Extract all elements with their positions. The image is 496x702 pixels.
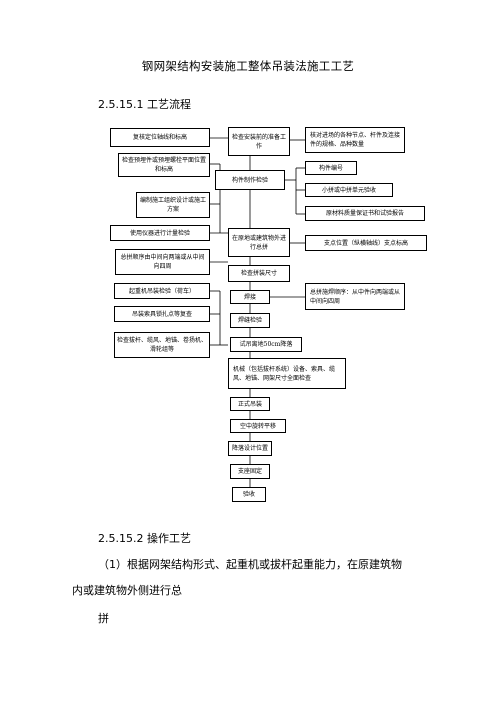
flow-box-member-numbering: 构件编号 [305,161,357,175]
paragraph-line-1: （1）根据网架结构形式、起重机或拔杆起重能力，在原建筑物 [98,558,402,571]
paragraph-line-3: 拼 [98,612,109,625]
flow-box-instrument-metering: 使用仪器进行计量检验 [110,225,210,241]
section-heading-process-flow: 2.5.15.1 工艺流程 [98,98,191,111]
flow-box-lower-to-position: 降落设计位置 [228,441,272,456]
flow-box-rigging-review: 吊装索具锁扎点等复查 [114,306,210,322]
paragraph-line-2: 内或建筑物外侧进行总 [72,584,182,597]
flow-box-assembly-sequence: 总拼顺序由中间向两端或从中间向四周 [115,249,210,275]
flow-box-verify-axes: 复核定位轴线和标高 [110,128,210,147]
flow-box-rotate-translate: 空中旋转平移 [230,419,286,433]
flow-box-formal-lift: 正式吊装 [230,397,270,411]
flow-box-pre-install-check: 检查安装前的准备工作 [228,127,290,156]
document-title: 钢网架结构安装施工整体吊装法施工工艺 [141,59,355,73]
flow-box-check-embedded-parts: 检查预埋件或预埋螺栓平面位置和标高 [118,153,210,177]
flow-box-unit-acceptance: 小拼或中拼单元验收 [305,183,393,197]
flow-box-general-assembly: 在原地或建筑物外进行总拼 [228,228,290,257]
flow-box-welding: 焊接 [230,290,270,304]
flow-box-verify-nodes: 核对进场的各种节点、杆件及连接件的规格、品种数量 [305,127,405,153]
flow-box-check-dimensions: 检查拼装尺寸 [228,265,290,282]
flow-box-check-mast-winch: 检查拔杆、缆风、地锚、卷扬机、滑轮组等 [114,332,210,358]
flow-box-crane-inspection: 起重机吊装检验（荷车） [114,283,210,299]
flow-box-weld-inspection: 焊缝检验 [230,313,270,328]
flow-box-construction-plan: 编制施工组织设计或施工方案 [136,192,210,218]
flow-box-acceptance: 验收 [232,487,266,502]
section-heading-operation: 2.5.15.2 操作工艺 [98,532,191,545]
flow-box-support-fixing: 支座固定 [230,464,270,479]
flow-box-welding-sequence: 总拼施焊顺序：从中件向两端或从中间向四周 [305,283,405,310]
flow-box-member-inspection: 构件制作检验 [215,170,285,190]
flow-box-material-certificates: 原材料质量保证书和试验报告 [305,206,425,221]
flow-box-trial-lift: 试吊离地50cm降落 [230,337,302,352]
flow-box-support-points: 支点位置（纵横轴线）支点标高 [305,235,427,251]
flow-box-full-inspection: 机械（包括拔杆系统）设备、索具、缆风、地锚、网架尺寸全面检查 [228,358,346,389]
